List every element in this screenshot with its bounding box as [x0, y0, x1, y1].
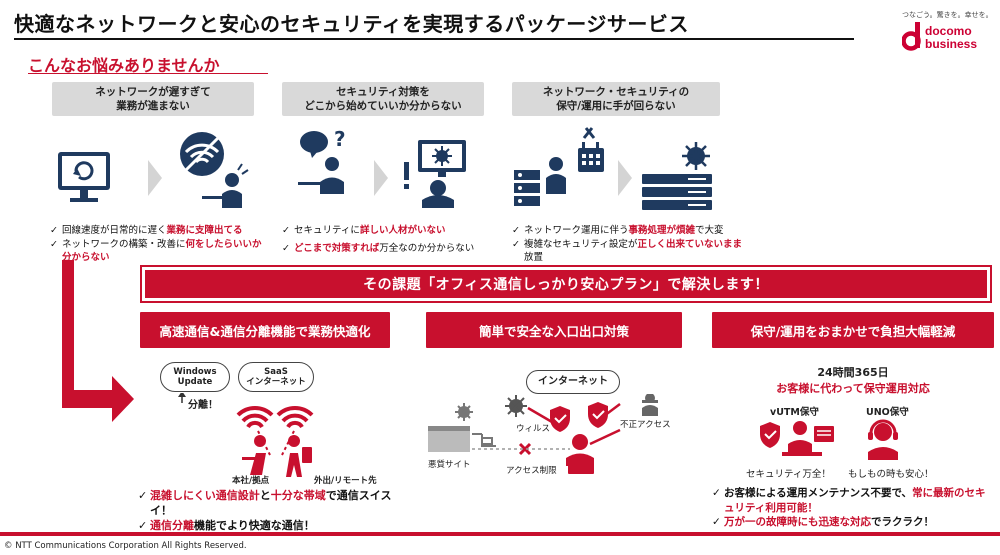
- logo-text-docomo: docomo: [925, 24, 972, 38]
- headset-support-icon: [868, 419, 898, 460]
- worry-2-line1: セキュリティ対策を: [336, 86, 430, 98]
- solution-2-title: 簡単で安全な入口出口対策: [426, 312, 682, 348]
- docomo-business-logo: docomo business: [902, 20, 994, 56]
- frustrated-user-wifi-icon: [180, 132, 249, 208]
- worry-2-bullets: セキュリティに詳しい人材がいない どこまで対策すれば万全なのか分からない: [282, 222, 492, 258]
- remote-label: 外出/リモート先: [314, 476, 377, 486]
- worry-2-line2: どこから始めていいか分からない: [304, 100, 462, 112]
- title-underline: [14, 38, 854, 40]
- list-item: ネットワークの構築・改善に何をしたらいいか分からない: [50, 238, 270, 265]
- chevron-right-icon: [148, 160, 162, 196]
- worries-underline: [28, 73, 268, 74]
- list-item: 通信分離機能でより快適な通信！: [138, 518, 408, 533]
- worries-heading: こんなお悩みありませんか: [28, 56, 220, 75]
- list-item: ネットワーク運用に伴う事務処理が煩雑で大変: [512, 224, 744, 238]
- page-title: 快適なネットワークと安心のセキュリティを実現するパッケージサービス: [14, 12, 689, 36]
- solution-3-title: 保守/運用をおまかせで負担大幅軽減: [712, 312, 994, 348]
- caption-peace-of-mind: もしもの時も安心！: [848, 469, 934, 480]
- svg-text:?: ?: [334, 127, 346, 151]
- worry-3-bullets: ネットワーク運用に伴う事務処理が煩雑で大変 複雑なセキュリティ設定が正しく出来て…: [512, 224, 744, 265]
- list-item: 混雑しにくい通信設計と十分な帯域で通信スイスイ！: [138, 488, 408, 518]
- logo-text-business: business: [925, 37, 978, 51]
- solution-banner-text: その課題「オフィス通信しっかり安心プラン」で解決します！: [145, 270, 987, 298]
- server-virus-icon: [642, 142, 712, 210]
- solution-1-bullets: 混雑しにくい通信設計と十分な帯域で通信スイスイ！ 通信分離機能でより快適な通信！: [138, 488, 408, 533]
- brand-tagline: つなごう。驚きを。幸せを。: [902, 11, 993, 19]
- solution-banner: その課題「オフィス通信しっかり安心プラン」で解決します！: [140, 265, 992, 303]
- separate-label: 分離！: [188, 400, 218, 411]
- footer-bar: [0, 532, 1000, 536]
- list-item: 複雑なセキュリティ設定が正しく出来ていないまま放置: [512, 238, 744, 265]
- support-description: お客様に代わって保守運用対応: [776, 382, 930, 395]
- list-item: どこまで対策すれば万全なのか分からない: [282, 240, 492, 258]
- worry-1-line2: 業務が進まない: [116, 100, 190, 112]
- security-operator-icon: [760, 421, 834, 456]
- list-item: お客様による運用メンテナンス不要で、常に最新のセキュリティ利用可能！: [712, 486, 994, 515]
- flow-arrow-icon: [62, 260, 134, 422]
- solution-1-title: 高速通信&通信分離機能で業務快適化: [140, 312, 390, 348]
- uno-label: UNO保守: [866, 407, 909, 418]
- worry-3-line2: 保守/運用に手が回らない: [556, 100, 676, 112]
- chevron-right-icon: [618, 160, 632, 196]
- docomo-d-icon: [902, 22, 921, 51]
- virus-alert-icon: [404, 140, 466, 208]
- copyright: © NTT Communications Corporation All Rig…: [4, 541, 247, 551]
- unauthorized-access-label: 不正アクセス: [620, 420, 671, 430]
- slow-monitor-icon: [58, 152, 110, 202]
- chevron-right-icon: [374, 160, 388, 196]
- worry-box-security-start: セキュリティ対策をどこから始めていいか分からない: [282, 82, 484, 116]
- worry-box-slow-network: ネットワークが遅すぎて業務が進まない: [52, 82, 254, 116]
- worry-1-bullets: 回線速度が日常的に遅く業務に支障出てる ネットワークの構築・改善に何をしたらいい…: [50, 224, 270, 265]
- confused-user-icon: ?: [298, 127, 346, 194]
- caption-security: セキュリティ万全！: [746, 469, 831, 480]
- worry-box-maintenance: ネットワーク・セキュリティの保守/運用に手が回らない: [512, 82, 720, 116]
- access-restriction-label: アクセス制限: [506, 466, 557, 476]
- cloud-internet: インターネット: [526, 370, 620, 394]
- support-hours: 24時間365日: [817, 366, 889, 379]
- worry-3-line1: ネットワーク・セキュリティの: [542, 86, 690, 98]
- office-label: 本社/拠点: [232, 476, 270, 486]
- vutm-label: vUTM保守: [770, 407, 819, 418]
- virus-label: ウィルス: [516, 424, 551, 434]
- malicious-site-label: 悪質サイト: [428, 460, 471, 470]
- wifi-separation-icon: [178, 393, 314, 477]
- solution-3-bullets: お客様による運用メンテナンス不要で、常に最新のセキュリティ利用可能！ 万が一の故…: [712, 486, 994, 530]
- list-item: 万が一の故障時にも迅速な対応でラクラク！: [712, 515, 994, 530]
- gateway-security-diagram: [428, 394, 658, 474]
- worry-1-line1: ネットワークが遅すぎて: [95, 86, 211, 98]
- list-item: セキュリティに詳しい人材がいない: [282, 222, 492, 240]
- list-item: 回線速度が日常的に遅く業務に支障出てる: [50, 224, 270, 238]
- busy-operator-icon: [514, 127, 604, 206]
